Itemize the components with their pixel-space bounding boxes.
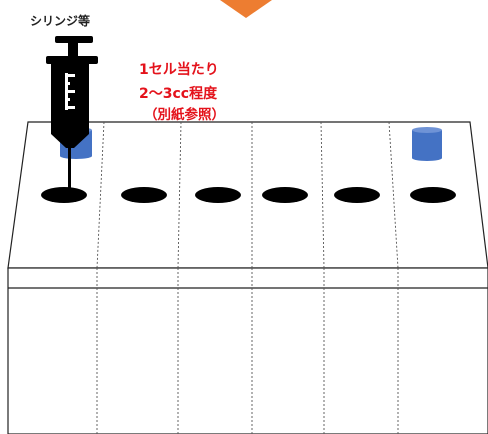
cell-hole-3 [195, 187, 241, 203]
top-dividers [96, 121, 399, 269]
cell-hole-4 [262, 187, 308, 203]
syringe-label: シリンジ等 [30, 14, 91, 28]
cell-hole-2 [121, 187, 167, 203]
note-line-2: 2～3cc程度 [139, 86, 218, 102]
note-line-1: 1セル当たり [139, 62, 219, 78]
cell-holes [41, 187, 456, 203]
cell-hole-6 [410, 187, 456, 203]
cell-hole-1 [41, 187, 87, 203]
battery-body [7, 267, 488, 434]
syringe-icon [46, 36, 98, 196]
battery-top-face [7, 121, 488, 269]
blue-cylinder-icon [412, 127, 442, 161]
note-line-3: （別紙参照） [144, 107, 225, 123]
cell-hole-5 [334, 187, 380, 203]
down-arrow-icon [220, 0, 272, 18]
